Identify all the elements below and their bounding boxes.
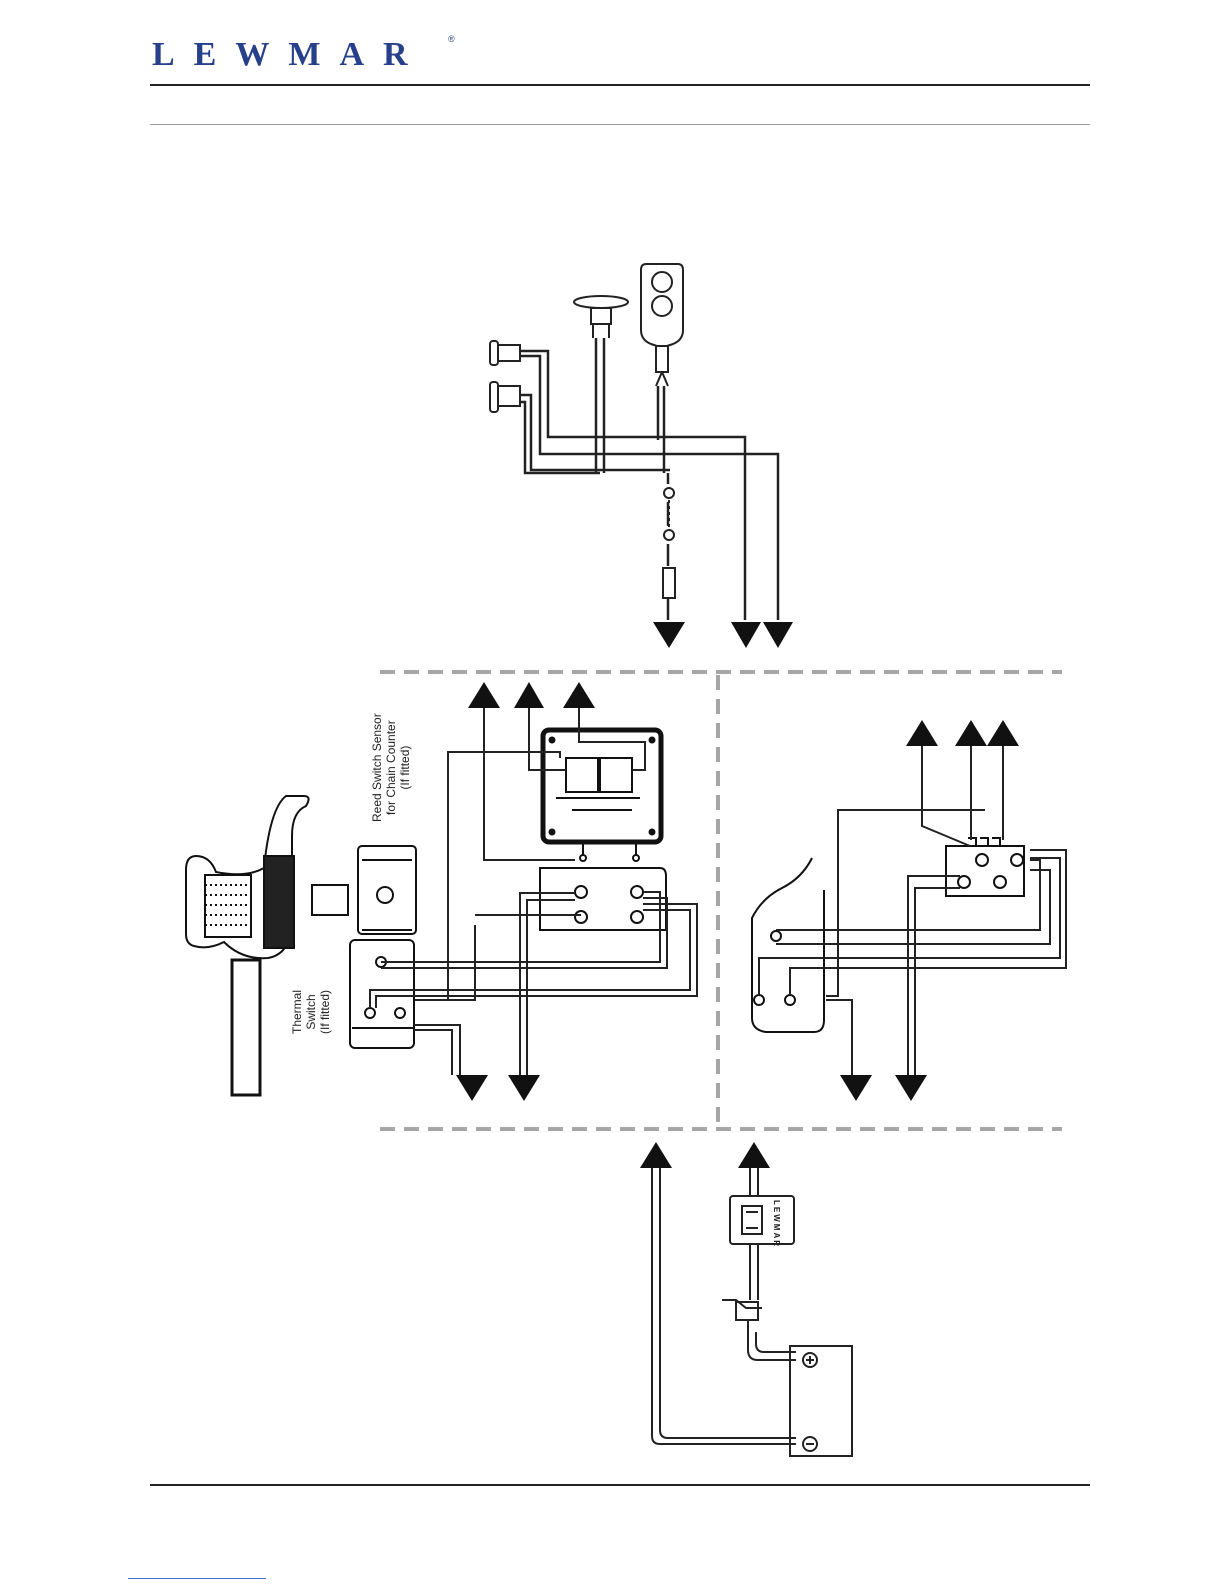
right-cables [759,746,1066,1075]
right-down-arrows [840,1075,927,1101]
windlass-down-arrows [456,1075,540,1101]
footer-link-underline[interactable] [128,1578,266,1579]
control-wiring [520,338,778,620]
isolator-switch-icon [722,1300,762,1332]
thermal-switch-label-line2: Switch [304,990,318,1034]
rating-plate [232,960,260,1095]
panel-switch-icon [490,341,520,412]
thermal-switch-label: Thermal Switch (If fitted) [290,990,332,1034]
foot-switch-icon [574,296,628,338]
windlass-icon [186,796,348,958]
reed-switch-label: Reed Switch Sensor for Chain Counter (If… [370,713,412,822]
thermal-switch-label-line3: (If fitted) [318,990,332,1034]
contactor-up-arrows [468,682,595,708]
reed-switch-label-line2: for Chain Counter [384,713,398,822]
footer-rule [150,1484,1090,1486]
supply-up-arrows [640,1142,770,1168]
breaker-brand-label: LEWMAR [772,1200,781,1248]
hand-remote-icon [641,264,683,386]
motor-icon [350,846,416,1048]
circuit-breaker-icon [730,1196,794,1244]
reed-switch-label-line3: (If fitted) [398,713,412,822]
right-motor-icon [752,838,1024,1032]
battery-icon [790,1346,852,1456]
right-up-arrows [906,720,1019,746]
control-down-arrows [653,622,793,648]
thermal-switch-label-line1: Thermal [290,990,304,1034]
reed-switch-label-line1: Reed Switch Sensor [370,713,384,822]
windlass-cables [370,708,697,1075]
contactor-box [543,730,661,861]
